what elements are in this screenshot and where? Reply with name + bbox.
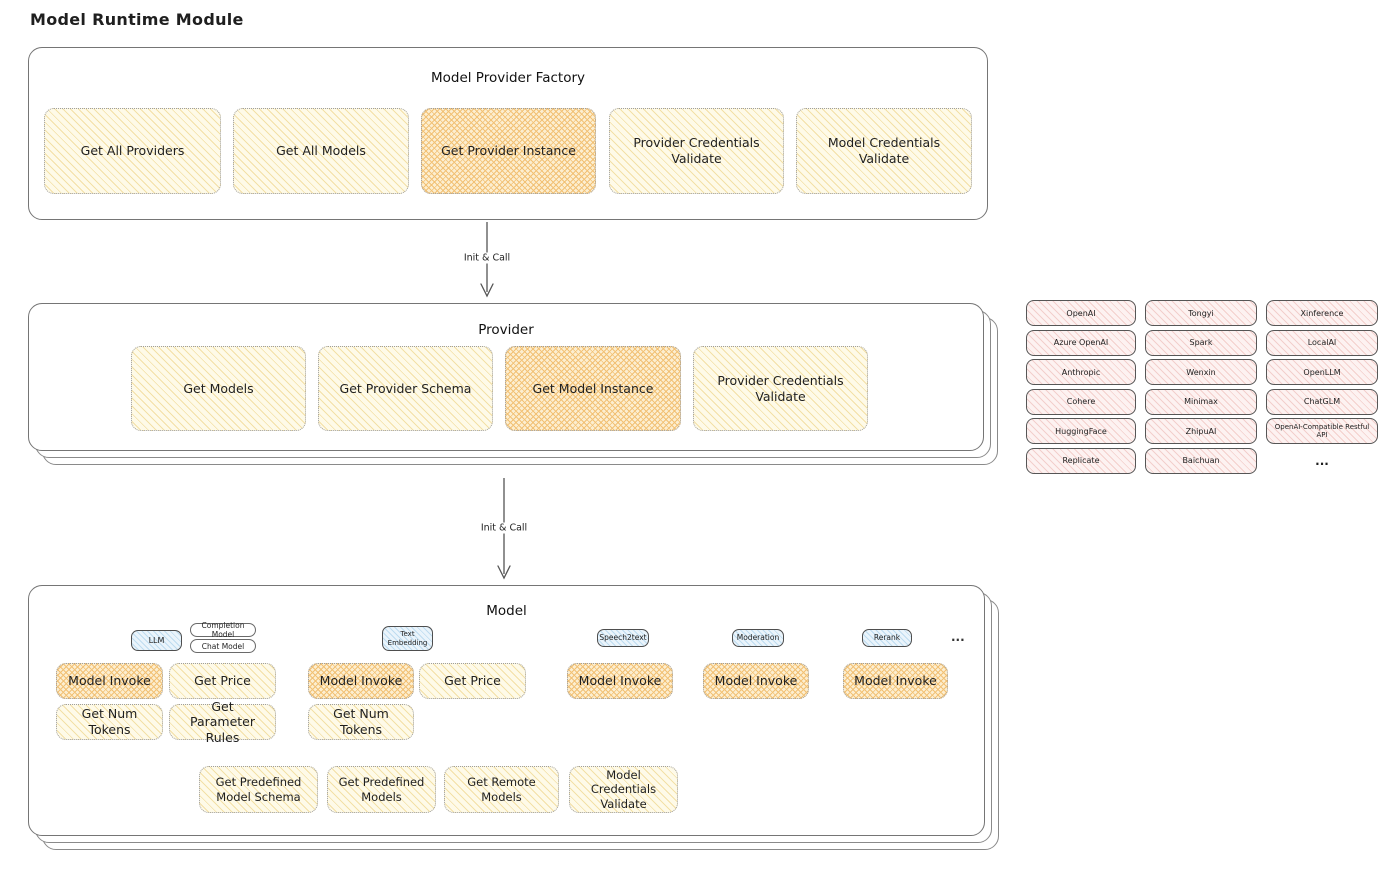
node-provider-credentials-validate: Provider Credentials Validate — [609, 108, 784, 194]
provider-pill-replicate: Replicate — [1026, 447, 1136, 474]
node-speech2text-model-invoke: Model Invoke — [567, 663, 673, 699]
node-llm-get-num-tokens: Get Num Tokens — [56, 704, 163, 740]
node-get-remote-models: Get Remote Models — [444, 766, 559, 813]
node-llm-model-invoke: Model Invoke — [56, 663, 163, 699]
node-get-models: Get Models — [131, 346, 306, 431]
type-pill-chat-model: Chat Model — [190, 639, 256, 653]
type-pill-rerank: Rerank — [862, 629, 912, 647]
provider-pill-openai-compatible: OpenAI-Compatible Restful API — [1266, 418, 1378, 444]
provider-pill-baichuan: Baichuan — [1145, 447, 1257, 474]
provider-pill-cohere: Cohere — [1026, 388, 1136, 415]
init-call-arrow-2: Init & Call — [477, 478, 531, 582]
node-llm-get-parameter-rules: Get Parameter Rules — [169, 699, 276, 745]
node-llm-get-price: Get Price — [169, 663, 276, 699]
node-embedding-model-invoke: Model Invoke — [308, 663, 414, 699]
provider-pill-zhipuai: ZhipuAI — [1145, 418, 1257, 444]
provider-box: Provider Get Models Get Provider Schema … — [28, 303, 984, 451]
node-provider-credentials-validate-2: Provider Credentials Validate — [693, 346, 868, 431]
arrow-label: Init & Call — [460, 252, 514, 264]
node-model-credentials-validate-2: Model Credentials Validate — [569, 766, 678, 813]
provider-pill-azure-openai: Azure OpenAI — [1026, 329, 1136, 356]
node-embedding-get-num-tokens: Get Num Tokens — [308, 704, 414, 740]
node-rerank-model-invoke: Model Invoke — [843, 663, 948, 699]
node-get-model-instance: Get Model Instance — [505, 346, 681, 431]
provider-grid-more-ellipsis: ... — [1315, 453, 1329, 468]
type-pill-llm: LLM — [131, 630, 182, 651]
model-types-more-ellipsis: ... — [951, 630, 965, 644]
node-get-all-providers: Get All Providers — [44, 108, 221, 194]
node-get-predefined-model-schema: Get Predefined Model Schema — [199, 766, 318, 813]
model-provider-factory-box: Model Provider Factory Get All Providers… — [28, 47, 988, 220]
provider-pill-anthropic: Anthropic — [1026, 359, 1136, 385]
page-title: Model Runtime Module — [30, 10, 244, 29]
provider-pill-openllm: OpenLLM — [1266, 359, 1378, 385]
provider-pill-tongyi: Tongyi — [1145, 300, 1257, 326]
provider-pill-openai: OpenAI — [1026, 300, 1136, 326]
provider-pill-spark: Spark — [1145, 329, 1257, 356]
node-get-provider-instance: Get Provider Instance — [421, 108, 596, 194]
provider-pill-minimax: Minimax — [1145, 388, 1257, 415]
type-pill-moderation: Moderation — [732, 629, 784, 647]
provider-pill-wenxin: Wenxin — [1145, 359, 1257, 385]
model-box: Model LLM Completion Model Chat Model Te… — [28, 585, 985, 836]
node-get-predefined-models: Get Predefined Models — [327, 766, 436, 813]
model-title: Model — [486, 603, 527, 619]
arrow-label: Init & Call — [477, 522, 531, 534]
node-moderation-model-invoke: Model Invoke — [703, 663, 809, 699]
provider-pill-xinference: Xinference — [1266, 300, 1378, 326]
provider-pill-localai: LocalAI — [1266, 329, 1378, 356]
type-pill-speech2text: Speech2text — [597, 629, 649, 647]
node-model-credentials-validate: Model Credentials Validate — [796, 108, 972, 194]
init-call-arrow-1: Init & Call — [460, 222, 514, 300]
node-embedding-get-price: Get Price — [419, 663, 526, 699]
provider-pill-chatglm: ChatGLM — [1266, 388, 1378, 415]
type-pill-completion-model: Completion Model — [190, 621, 256, 639]
provider-list-grid: OpenAI Tongyi Xinference Azure OpenAI Sp… — [1026, 300, 1378, 474]
node-get-provider-schema: Get Provider Schema — [318, 346, 493, 431]
factory-title: Model Provider Factory — [430, 70, 585, 86]
node-get-all-models: Get All Models — [233, 108, 409, 194]
provider-pill-huggingface: HuggingFace — [1026, 418, 1136, 444]
type-pill-text-embedding: Text Embedding — [382, 626, 433, 651]
provider-title: Provider — [478, 322, 534, 338]
